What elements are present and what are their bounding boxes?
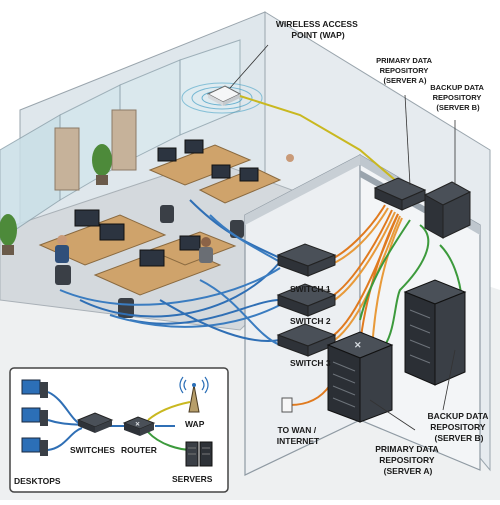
svg-text:✕: ✕ [354,340,362,350]
wap-icon [179,376,209,413]
ceiling-router [373,177,427,211]
callout-leaders [229,44,456,431]
desktop-icon [21,407,48,426]
wap-callout: WIRELESS ACCESS POINT (WAP) [276,19,360,40]
cabling [59,95,464,406]
backup-repository-bottom-callout: BACKUP DATA REPOSITORY (SERVER B) [428,411,491,443]
switch-1-label: SWITCH 1 [290,284,331,294]
office-workstations [0,139,294,318]
servers-icon [185,441,213,467]
wap-device [181,82,263,114]
primary-repository-bottom-callout: PRIMARY DATA REPOSITORY (SERVER A) [375,444,441,476]
desktop-icon [21,379,48,398]
legend-router-label: ROUTER [121,445,157,455]
backup-server-rack [403,279,467,386]
desktop-icon [21,437,48,456]
primary-server-rack: ✕ [326,331,394,423]
backup-unit-top [423,181,472,239]
to-wan-callout: TO WAN / INTERNET [277,425,320,446]
switch-2 [276,283,337,317]
switch-2-label: SWITCH 2 [290,316,331,326]
legend-servers-label: SERVERS [172,474,213,484]
switch-icon [76,412,114,433]
switch-1 [276,243,337,277]
legend-switches-label: SWITCHES [70,445,115,455]
switch-3-label: SWITCH 3 [290,358,331,368]
router-icon: ✕ [122,416,156,436]
legend-desktops-label: DESKTOPS [14,476,61,486]
primary-repository-top-callout: PRIMARY DATA REPOSITORY (SERVER A) [376,56,434,85]
backup-repository-top-callout: BACKUP DATA REPOSITORY (SERVER B) [430,83,486,112]
legend-inset: ✕ DESKTOPS SWITCHES ROUTER WAP SERVERS [9,367,229,493]
switch-stack [276,243,337,357]
svg-text:✕: ✕ [135,421,140,428]
legend-wap-label: WAP [185,419,205,429]
wall-jack [281,397,293,413]
switch-3 [276,323,337,357]
